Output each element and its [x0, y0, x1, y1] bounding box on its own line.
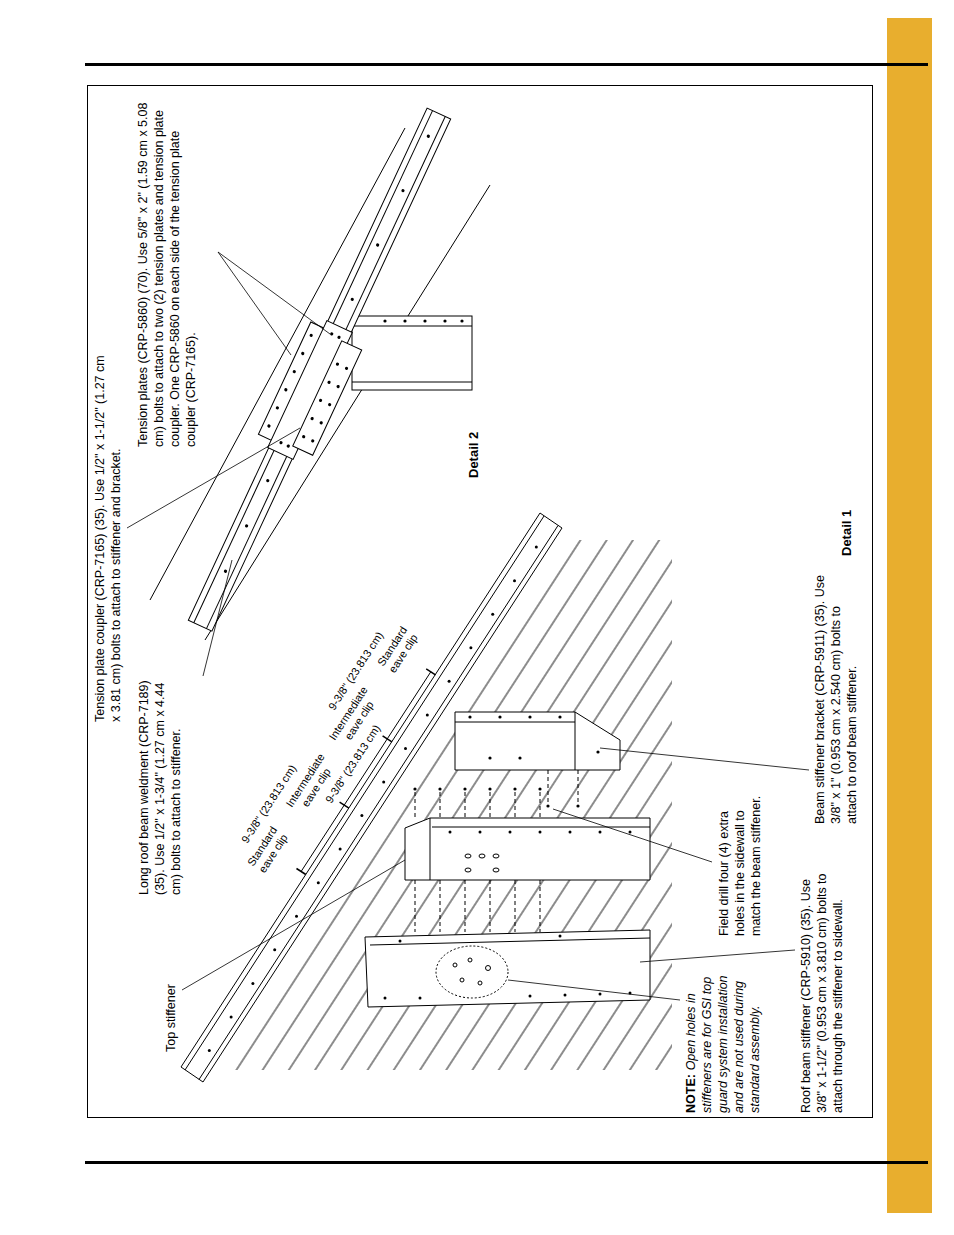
rule [85, 1161, 928, 1164]
callout-text: Top stiffener [163, 968, 179, 1052]
callout-text: Tension plate coupler (CRP-7165) (35). U… [92, 352, 124, 722]
detail-title: Detail 1 [839, 488, 855, 556]
detail-title: Detail 2 [466, 412, 482, 478]
leader-lines [127, 252, 809, 1000]
stiffener-drawing [365, 712, 650, 1007]
rule [85, 63, 928, 66]
note-heading: NOTE: [684, 1074, 698, 1113]
figure-frame [88, 86, 873, 1118]
callout-text: Tension plates (CRP-5860) (70). Use 5/8"… [135, 102, 199, 447]
page-tab [887, 18, 932, 1213]
note-block: NOTE:Open holes in stiffeners are for GS… [683, 968, 763, 1113]
callout-text: Beam stiffener bracket (CRP-5911) (35). … [812, 572, 860, 824]
callout-text: Field drill four (4) extra holes in the … [716, 788, 764, 936]
sidewall-corrugation [215, 540, 672, 1070]
callout-text: Roof beam stiffener (CRP-5910) (35). Use… [798, 855, 846, 1113]
callout-text: Long roof beam weldment (CRP-7189) (35).… [136, 680, 184, 895]
detail-2-drawing [150, 102, 490, 640]
